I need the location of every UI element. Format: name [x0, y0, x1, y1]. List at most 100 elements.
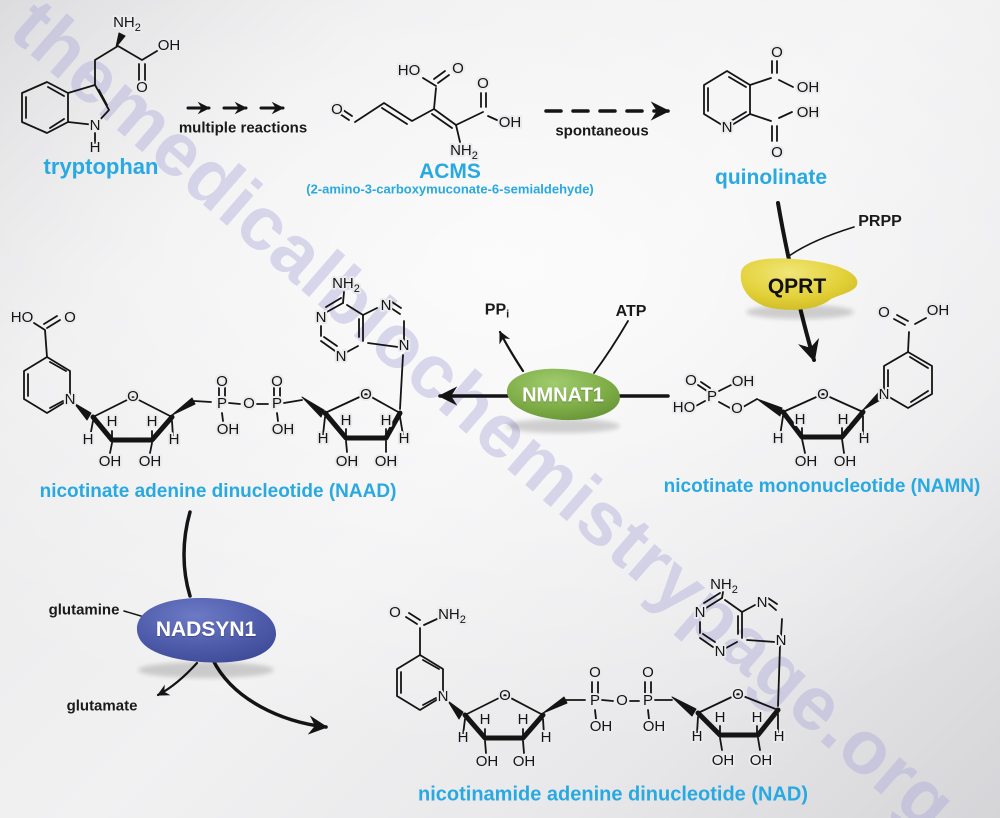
ppi-label: PPi [485, 302, 509, 321]
atom-label: NH2 [438, 606, 466, 626]
atom-label: N [722, 119, 733, 136]
atom-label: N [715, 643, 726, 660]
qprt-shadow [746, 305, 854, 319]
atom-label: H [773, 430, 784, 447]
atom-label: H [107, 413, 118, 430]
atom-label: NH2 [113, 14, 141, 34]
atom-label: N [336, 348, 347, 365]
atom-label: N [381, 297, 392, 314]
tryptophan-label: tryptophan [43, 154, 159, 179]
ppi-output-arrow [498, 330, 525, 373]
enzyme-blobs [136, 258, 858, 678]
atom-label: OH [834, 453, 857, 470]
nadsyn1-blob [136, 597, 277, 663]
atom-label: O [732, 686, 744, 703]
atom-label: H [692, 728, 703, 745]
namn-label: nicotinate mononucleotide (NAMN) [663, 476, 981, 497]
atom-label: N [776, 632, 787, 649]
atom-label: OH [513, 753, 536, 770]
atom-label: H [480, 711, 491, 728]
acms-label: ACMS [419, 160, 481, 183]
atom-label: H [399, 430, 410, 447]
atom-label: O [771, 144, 783, 161]
atom-label: P [272, 395, 282, 412]
atom-label: O [271, 373, 283, 390]
atom-label: N [65, 391, 76, 408]
prpp-input-line [788, 226, 855, 257]
atom-label: OH [217, 421, 240, 438]
prpp-label: PRPP [858, 213, 902, 230]
atom-label: P [590, 692, 600, 709]
atom-label: O [878, 304, 890, 321]
atom-label: O [771, 44, 783, 61]
nmnat1-shadow [506, 419, 620, 433]
nad-label: nicotinamide adenine dinucleotide (NAD) [417, 783, 809, 806]
nadsyn1-enzyme-label: NADSYN1 [155, 618, 257, 641]
nmnat1-blob [506, 368, 620, 421]
atom-label: HO [398, 62, 421, 79]
atom-label: OH [375, 453, 398, 470]
atom-label: O [360, 386, 372, 403]
atom-label: O [331, 101, 343, 118]
atom-label: O [64, 309, 76, 326]
naad-label: nicotinate adenine dinucleotide (NAAD) [39, 481, 397, 502]
atom-label: HO [11, 309, 34, 326]
atom-label: O [389, 604, 401, 621]
atom-label: OH [99, 453, 122, 470]
atom-label: O [452, 60, 464, 77]
atom-label: H [381, 412, 392, 429]
atom-label: H [838, 411, 849, 428]
atom-label: HO [673, 399, 696, 416]
atom-label: OH [795, 453, 818, 470]
atom-label: H [83, 431, 94, 448]
atom-label: H [795, 411, 806, 428]
nadsyn1-shadow [138, 662, 274, 678]
acms-full-name-label: (2-amino-3-carboxymuconate-6-semialdehyd… [306, 181, 594, 197]
atom-label: H [318, 430, 329, 447]
atom-label: N [438, 688, 449, 705]
atom-label: OH [797, 79, 820, 96]
atom-label: O [817, 386, 829, 403]
atom-label: NH2 [710, 576, 738, 596]
ppi-subscript: i [506, 308, 510, 321]
atom-label: H [541, 729, 552, 746]
atom-label: H [341, 412, 352, 429]
atom-label: NH2 [332, 275, 360, 295]
atp-label: ATP [615, 303, 647, 320]
atom-label: O [731, 400, 743, 417]
qprt-blob [740, 258, 858, 310]
multiple-reactions-label: multiple reactions [178, 119, 308, 137]
atom-label: OH [499, 114, 522, 131]
atom-label: H [752, 709, 763, 726]
atom-label: N [695, 604, 706, 621]
atom-label: OH [750, 752, 773, 769]
atom-label: NH2 [450, 142, 478, 162]
glutamate-label: glutamate [66, 697, 138, 715]
atp-input-line [593, 320, 629, 374]
atom-label: H [169, 431, 180, 448]
atom-label: OH [139, 453, 162, 470]
atom-label: OH [590, 718, 613, 735]
atom-label: O [136, 79, 148, 96]
atom-label: O [127, 388, 139, 405]
atom-label: OH [927, 302, 950, 319]
spontaneous-label: spontaneous [555, 122, 649, 140]
atom-label: OH [336, 453, 359, 470]
atom-label: O [243, 395, 255, 412]
atom-label: N [757, 594, 768, 611]
atom-label: H [715, 709, 726, 726]
atom-label: O [477, 75, 489, 92]
atom-label: OH [272, 421, 295, 438]
atom-label: N [879, 386, 890, 403]
quinolinate-label: quinolinate [715, 166, 827, 189]
acms-structure: O HO O NH2 O OH [329, 58, 523, 164]
naad-to-nadsyn1-line [182, 510, 192, 598]
atom-label: OH [643, 718, 666, 735]
atom-label: O [499, 687, 511, 704]
